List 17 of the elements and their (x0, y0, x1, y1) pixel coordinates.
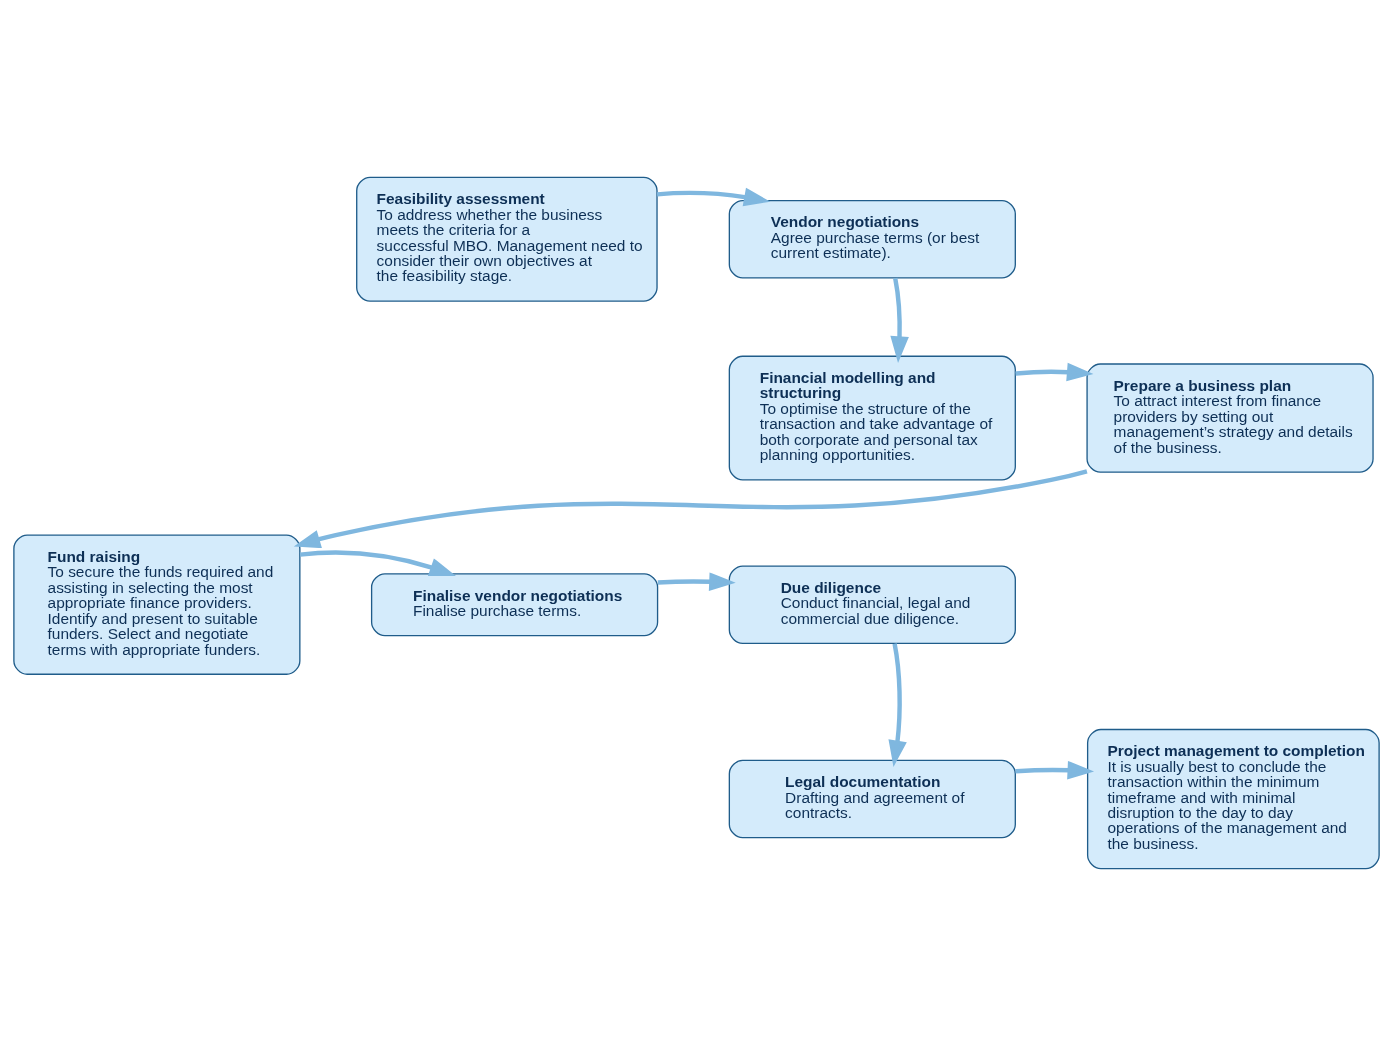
arrow (299, 550, 456, 577)
node-box: Prepare a business plan To attract interest from finance providers by setting out management’s strategy and details of the business. (1085, 363, 1374, 473)
node-box: Legal documentation Drafting and agreement of contracts. (728, 759, 1016, 839)
arrow (1014, 362, 1093, 382)
arrow (293, 469, 1087, 549)
node-box: Financial modelling and structuring To optimise the structure of the transaction and take advantage of both corporate and personal tax planning opportunities. (728, 355, 1016, 481)
node-box: Finalise vendor negotiations Finalise purchase terms. (370, 573, 658, 637)
node-box: Due diligence Conduct financial, legal and commercial due diligence. (728, 565, 1016, 644)
arrow (1014, 760, 1094, 780)
node-box: Project management to completion It is usually best to conclude the transaction within the minimum timeframe and with minimal disruption to the day to day operations of the management and the business. (1086, 728, 1380, 870)
arrow (887, 643, 907, 767)
node-box: Fund raising To secure the funds required and assisting in selecting the most appropriate finance providers. Identify and present to suitable funders. Select and negotiate terms with appropriate funders. (12, 534, 300, 675)
node-box: Feasibility assessment To address whether the business meets the criteria for a successful MBO. Management need to consider their own objectives at the feasibility stage. (355, 176, 658, 302)
arrow (656, 187, 770, 207)
arrow (657, 572, 736, 591)
arrow (889, 277, 909, 363)
node-box: Vendor negotiations Agree purchase terms (or best current estimate). (728, 199, 1016, 279)
